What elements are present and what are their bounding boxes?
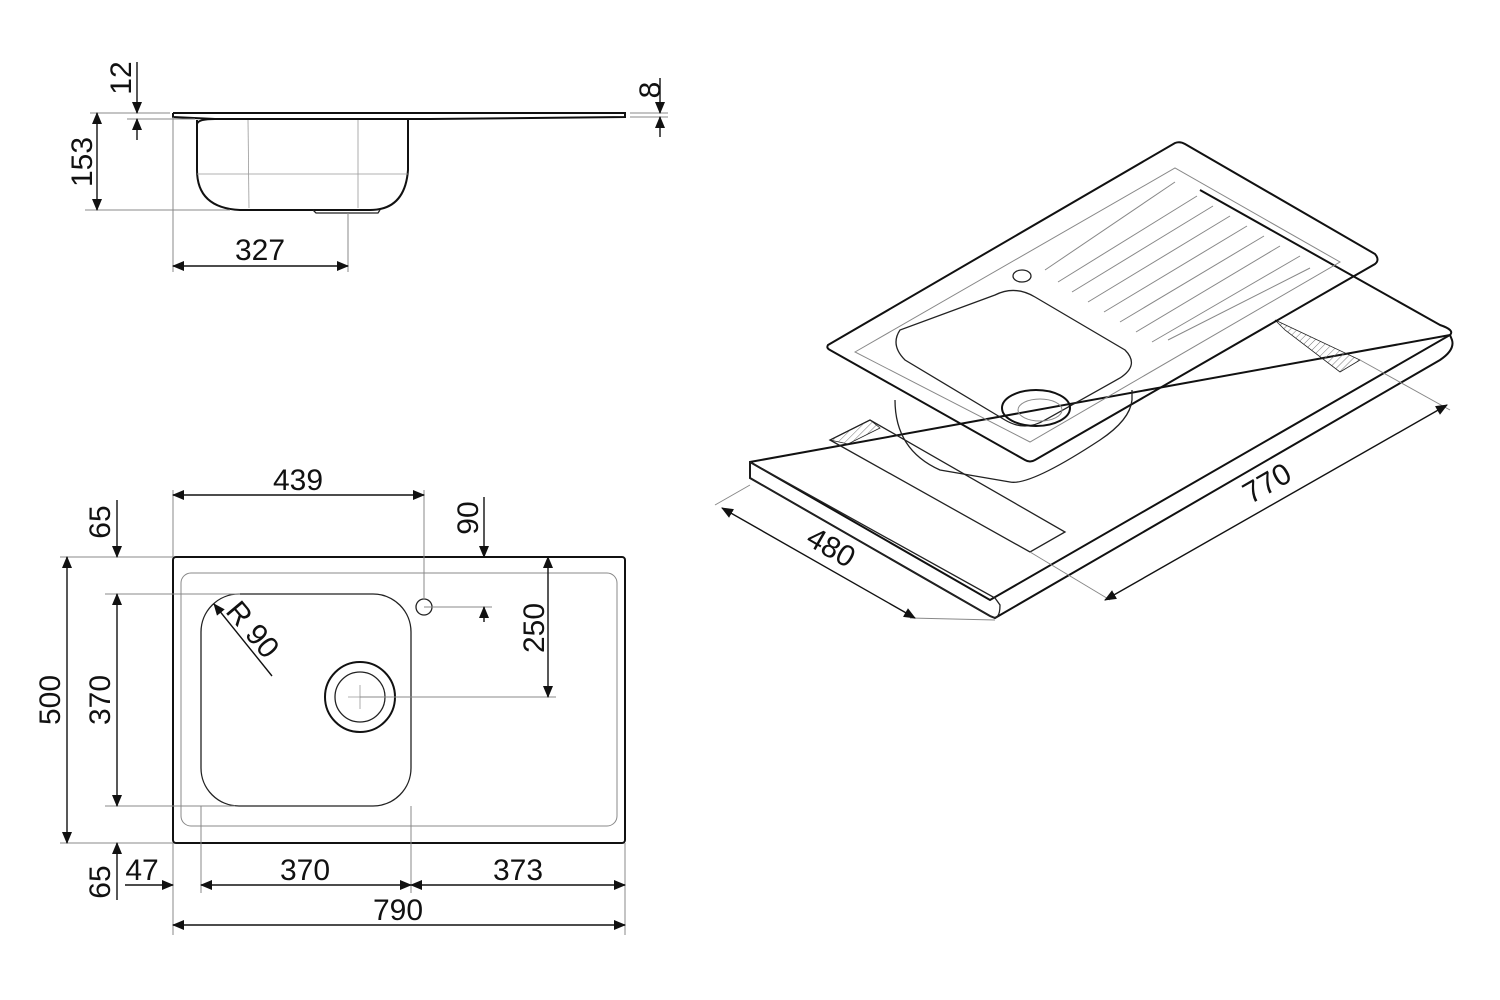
dim-bowl-depth: 370 (84, 675, 117, 725)
dim-drain-y: 250 (518, 603, 551, 653)
dim-rim-bottom: 65 (84, 865, 117, 898)
drainer-ribs (1044, 181, 1311, 343)
dim-rim-top: 65 (84, 505, 117, 538)
top-view: 439 65 500 370 90 250 R 90 65 47 370 373… (34, 464, 626, 935)
dim-overall-depth: 500 (34, 675, 67, 725)
bowl-outline (200, 593, 412, 807)
dim-corner-radius: R 90 (219, 595, 285, 665)
side-bowl (196, 120, 409, 211)
cutout-front (828, 419, 1067, 553)
side-rim (173, 112, 626, 125)
dim-overall-width: 790 (373, 894, 423, 927)
sink-iso-outline (826, 141, 1379, 463)
sink-outline (172, 556, 626, 844)
side-drain (312, 209, 381, 214)
side-view: 12 153 327 8 (66, 61, 668, 272)
countertop (749, 333, 1454, 620)
sink-iso-drain (1001, 389, 1071, 427)
isometric-view: 480 770 (714, 141, 1454, 621)
dim-rim-left: 47 (125, 854, 158, 887)
dim-tap-hole-y: 90 (452, 501, 485, 534)
dim-cutout-width: 770 (1237, 457, 1297, 511)
dim-tap-hole-x: 439 (273, 464, 323, 497)
sink-iso-tap-hole (1012, 269, 1032, 283)
dim-drainer-thickness: 8 (634, 82, 667, 99)
dim-bowl-width: 370 (280, 854, 330, 887)
dim-depth: 153 (66, 137, 99, 187)
dim-cutout-depth: 480 (801, 521, 861, 575)
sink-iso-bowl (895, 289, 1132, 427)
dim-drainer-width: 373 (493, 854, 543, 887)
dim-rim-thickness: 12 (105, 61, 138, 94)
dim-drain-offset: 327 (235, 234, 285, 267)
